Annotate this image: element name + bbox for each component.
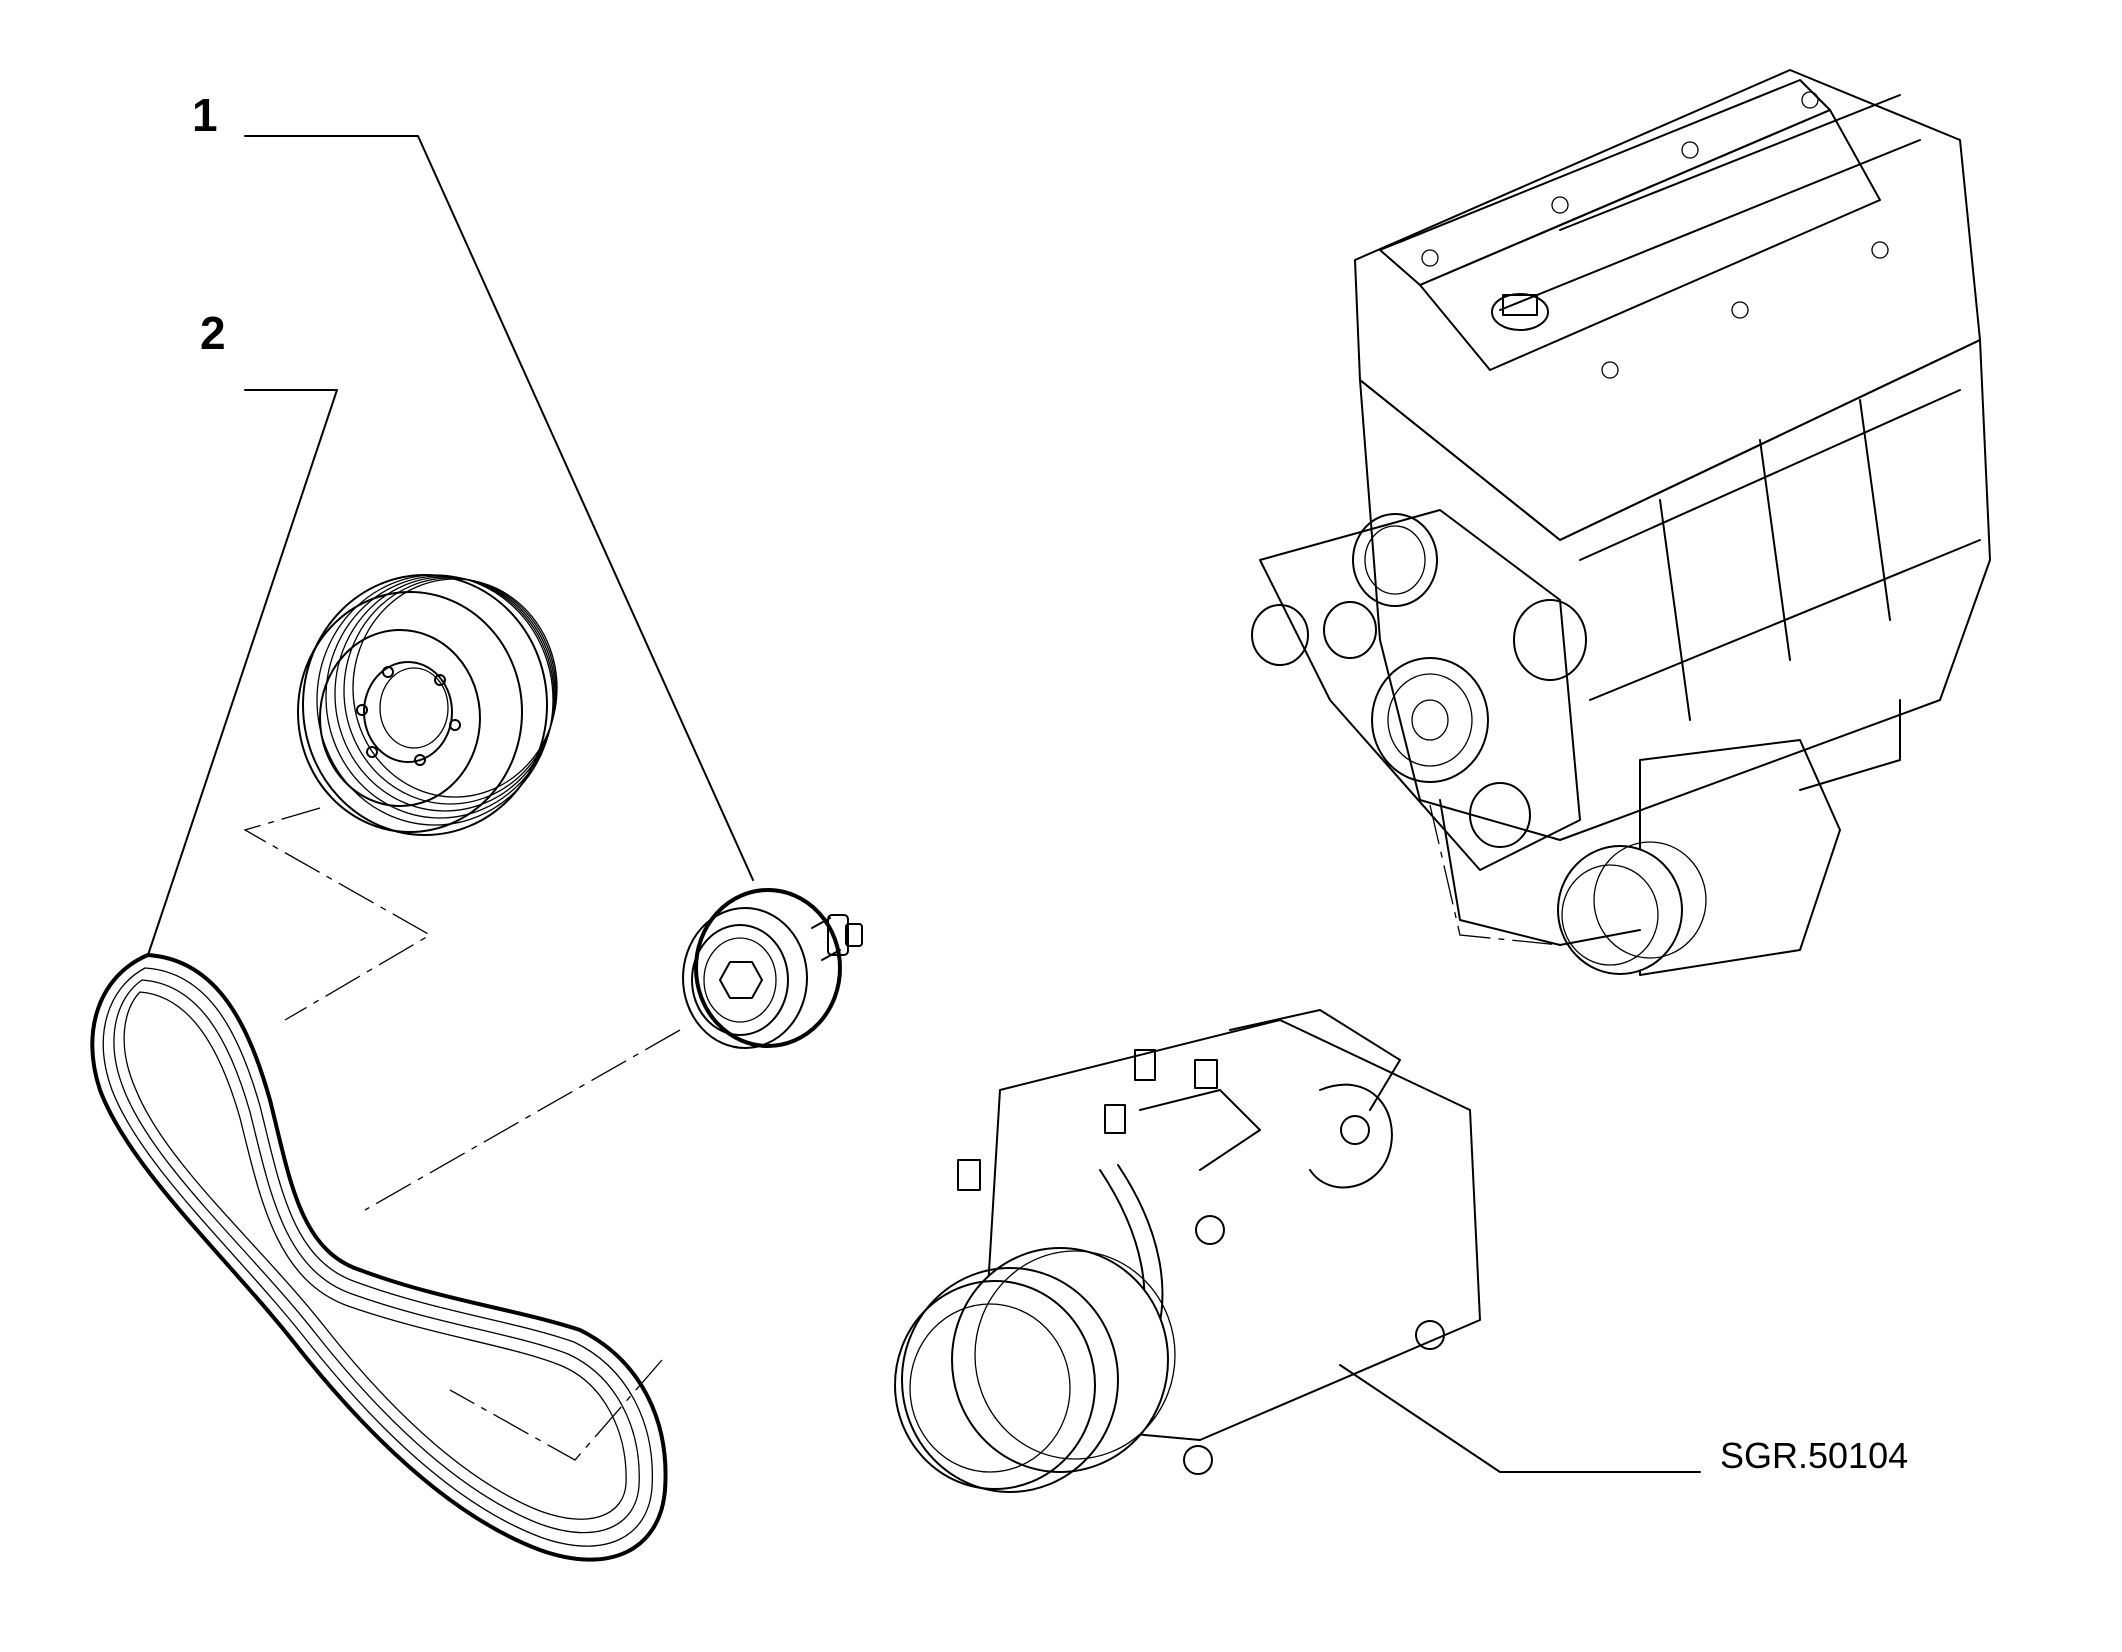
leader-line-1 xyxy=(244,135,754,881)
leader-line-reference xyxy=(1339,1364,1701,1473)
ac-compressor xyxy=(894,1009,1481,1493)
engine-assembly xyxy=(1251,69,1991,976)
poly-v-belt xyxy=(90,953,668,1562)
callout-label-1: 1 xyxy=(192,89,218,141)
crankshaft-pulley xyxy=(297,574,558,836)
idler-pulley xyxy=(682,888,863,1049)
callout-label-2: 2 xyxy=(200,307,226,359)
leader-line-2 xyxy=(147,389,338,956)
alignment-lines xyxy=(243,804,1561,1461)
drawing-reference-label: SGR.50104 xyxy=(1720,1435,1909,1476)
